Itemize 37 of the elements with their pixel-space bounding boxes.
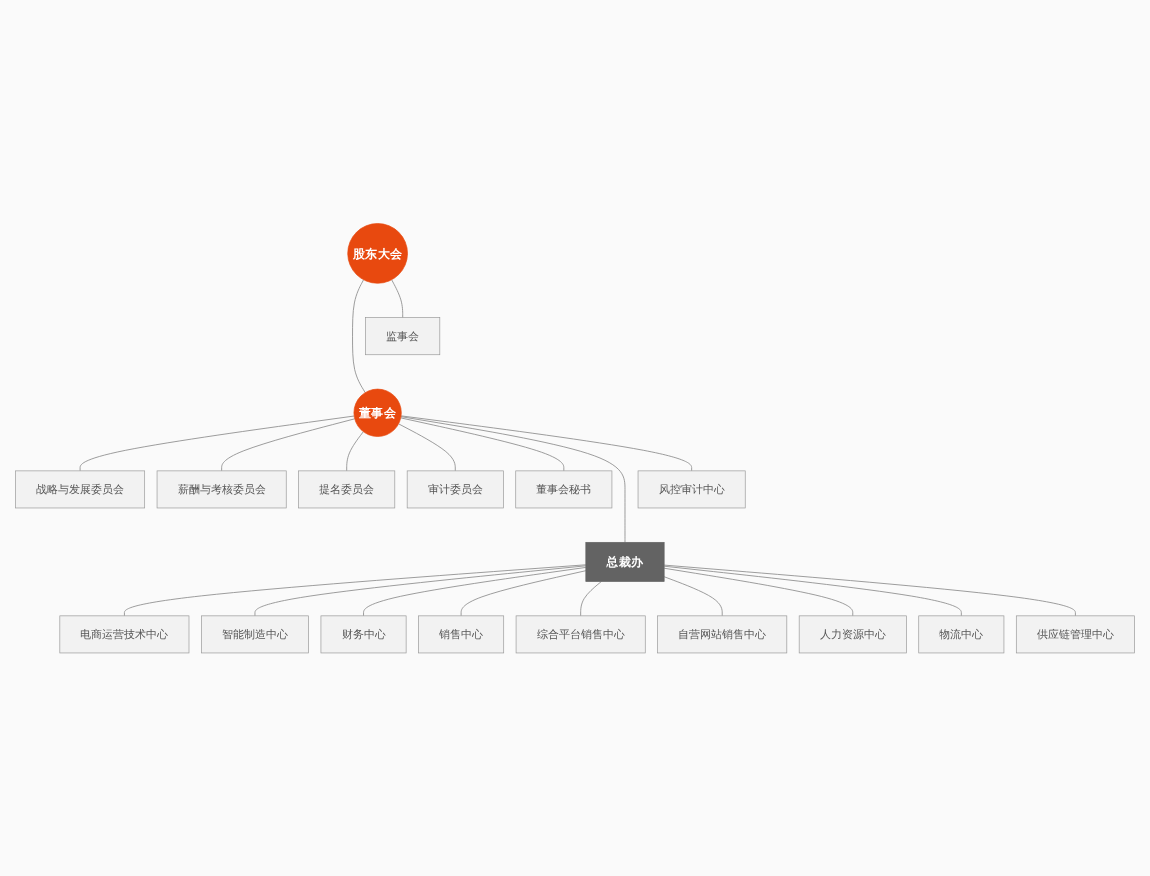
- node-box: 智能制造中心: [201, 615, 309, 654]
- connector: [663, 565, 962, 617]
- node-box: 销售中心: [418, 615, 505, 654]
- node-box: 电商运营技术中心: [59, 615, 190, 654]
- node-box: 自营网站销售中心: [657, 615, 788, 654]
- node-box: 物流中心: [918, 615, 1005, 654]
- connector: [124, 564, 587, 617]
- connector: [663, 576, 723, 617]
- connector: [400, 417, 565, 472]
- connector: [352, 279, 366, 393]
- node-box: 风控审计中心: [637, 470, 746, 509]
- connector: [400, 415, 693, 472]
- connector: [580, 580, 602, 617]
- node-box: 供应链管理中心: [1015, 615, 1135, 654]
- connector: [391, 279, 404, 318]
- node-box: 综合平台销售中心: [515, 615, 646, 654]
- connector: [663, 564, 1076, 617]
- node-box: 人力资源中心: [798, 615, 907, 654]
- connector: [663, 567, 854, 617]
- node-circle: 董事会: [353, 388, 402, 437]
- node-box: 监事会: [365, 317, 441, 355]
- connector: [221, 418, 356, 472]
- node-box: 薪酬与考核委员会: [156, 470, 287, 509]
- node-box: 董事会秘书: [515, 470, 613, 509]
- connector: [79, 415, 355, 472]
- connector: [254, 565, 587, 617]
- connector: [363, 566, 587, 617]
- node-box: 总裁办: [585, 541, 665, 582]
- connector: [346, 431, 364, 472]
- connector: [398, 423, 456, 472]
- node-circle: 股东大会: [347, 222, 408, 284]
- node-box: 财务中心: [320, 615, 407, 654]
- node-box: 战略与发展委员会: [15, 470, 146, 509]
- node-box: 审计委员会: [406, 470, 504, 509]
- connector: [460, 570, 587, 617]
- node-box: 提名委员会: [298, 470, 396, 509]
- connector: [400, 416, 626, 543]
